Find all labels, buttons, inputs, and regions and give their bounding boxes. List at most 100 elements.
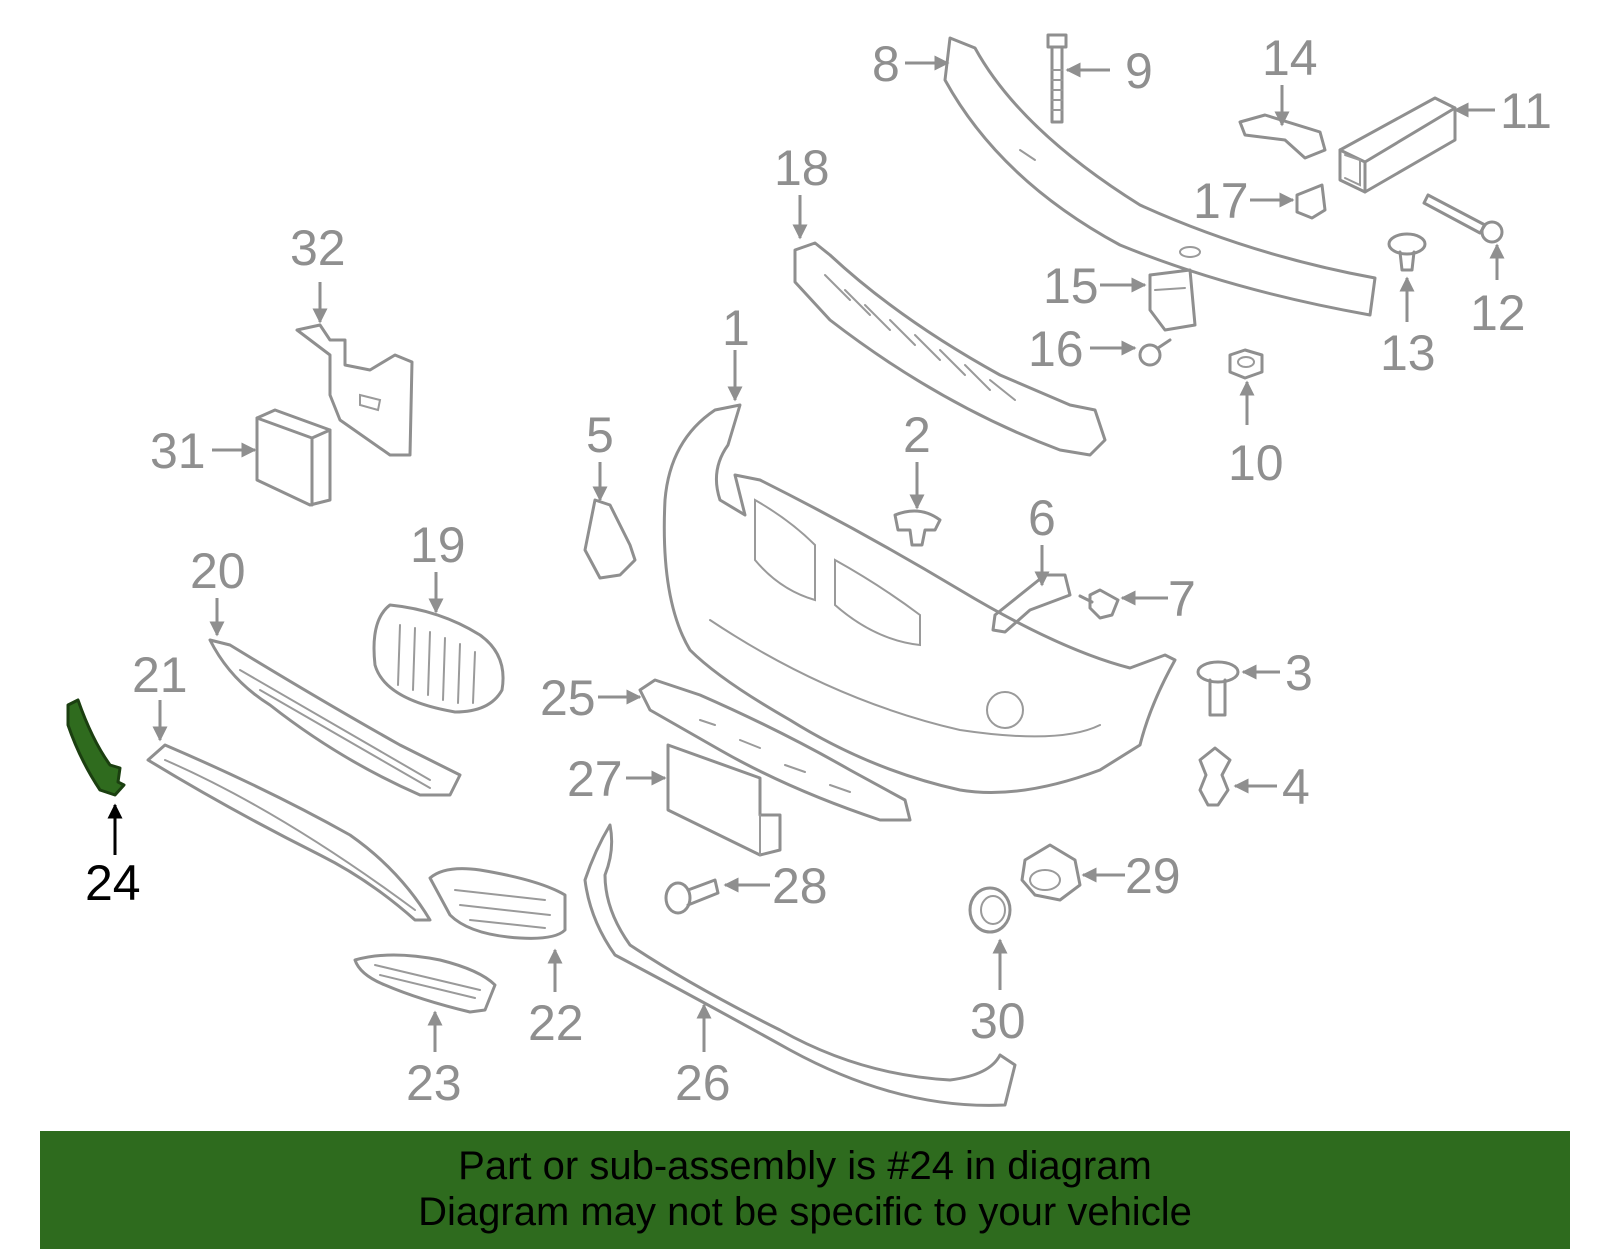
callout-30: 30 bbox=[970, 938, 1026, 1049]
part-32-bracket bbox=[295, 323, 414, 457]
callout-23: 23 bbox=[406, 1010, 462, 1111]
part-23-side-trim bbox=[353, 953, 497, 1014]
callout-label-21: 21 bbox=[132, 647, 188, 703]
part-9-bolt bbox=[1046, 33, 1068, 124]
callout-label-19: 19 bbox=[410, 517, 466, 573]
callout-16: 16 bbox=[1028, 321, 1137, 377]
part-5-cover bbox=[583, 498, 637, 580]
part-6-bracket bbox=[991, 573, 1072, 634]
callout-8: 8 bbox=[872, 36, 950, 92]
part-16-bolt bbox=[1138, 338, 1172, 367]
part-1-bumper-cover bbox=[662, 403, 1177, 794]
part-10-nut bbox=[1228, 348, 1264, 380]
callout-4: 4 bbox=[1233, 759, 1310, 815]
callout-label-11: 11 bbox=[1500, 83, 1552, 139]
callout-19: 19 bbox=[410, 517, 466, 614]
callout-7: 7 bbox=[1120, 571, 1196, 627]
part-29-sensor bbox=[1020, 843, 1082, 902]
callout-label-24: 24 bbox=[85, 855, 141, 911]
callout-13: 13 bbox=[1380, 276, 1436, 381]
callout-label-6: 6 bbox=[1028, 490, 1056, 546]
callout-9: 9 bbox=[1065, 43, 1153, 99]
callout-label-32: 32 bbox=[290, 220, 346, 276]
part-24-highlighted-trim bbox=[66, 698, 126, 797]
callout-10: 10 bbox=[1228, 380, 1284, 491]
callout-2: 2 bbox=[903, 407, 931, 510]
callout-25: 25 bbox=[540, 670, 642, 726]
part-18-energy-absorber bbox=[793, 241, 1107, 457]
part-27-plate-bracket bbox=[666, 743, 782, 857]
callout-29: 29 bbox=[1081, 848, 1181, 904]
callout-26: 26 bbox=[675, 1003, 731, 1111]
banner-line-2: Diagram may not be specific to your vehi… bbox=[418, 1190, 1192, 1234]
callout-11: 11 bbox=[1453, 83, 1552, 139]
callout-label-1: 1 bbox=[722, 300, 750, 356]
part-28-screw bbox=[664, 878, 720, 915]
callout-label-5: 5 bbox=[586, 407, 614, 463]
callout-17: 17 bbox=[1193, 173, 1295, 229]
part-8-reinforcement-beam bbox=[943, 36, 1377, 317]
callout-label-27: 27 bbox=[567, 751, 623, 807]
part-31-module bbox=[255, 408, 332, 507]
banner-line-1: Part or sub-assembly is #24 in diagram bbox=[458, 1144, 1152, 1188]
callout-label-22: 22 bbox=[528, 995, 584, 1051]
part-26-spoiler bbox=[583, 823, 1017, 1107]
callout-15: 15 bbox=[1043, 258, 1147, 314]
callout-27: 27 bbox=[567, 751, 667, 807]
part-15-bracket bbox=[1148, 268, 1197, 332]
callout-5: 5 bbox=[586, 407, 614, 502]
callout-18: 18 bbox=[774, 140, 830, 240]
part-21-lower-grille bbox=[146, 743, 432, 922]
part-4-clip bbox=[1198, 746, 1232, 807]
callout-label-10: 10 bbox=[1228, 435, 1284, 491]
callout-label-18: 18 bbox=[774, 140, 830, 196]
part-22-vent-grille bbox=[428, 867, 567, 940]
callout-label-26: 26 bbox=[675, 1055, 731, 1111]
callout-31: 31 bbox=[150, 423, 257, 479]
part-3-screw bbox=[1196, 660, 1240, 717]
callout-label-8: 8 bbox=[872, 36, 900, 92]
part-30-ring bbox=[968, 886, 1012, 934]
part-7-screw bbox=[1078, 588, 1120, 620]
callout-12: 12 bbox=[1470, 243, 1526, 341]
callout-label-9: 9 bbox=[1125, 43, 1153, 99]
callout-28: 28 bbox=[723, 858, 828, 914]
callout-label-25: 25 bbox=[540, 670, 596, 726]
callout-32: 32 bbox=[290, 220, 346, 324]
part-13-push-clip bbox=[1387, 232, 1427, 272]
callout-label-14: 14 bbox=[1262, 30, 1318, 86]
callout-label-30: 30 bbox=[970, 993, 1026, 1049]
callout-label-23: 23 bbox=[406, 1055, 462, 1111]
callout-label-28: 28 bbox=[772, 858, 828, 914]
callout-22: 22 bbox=[528, 948, 584, 1051]
part-20-grille bbox=[208, 638, 462, 797]
part-25-trim-strip bbox=[638, 678, 912, 822]
callout-label-29: 29 bbox=[1125, 848, 1181, 904]
part-12-bolt bbox=[1422, 193, 1504, 244]
callout-1: 1 bbox=[722, 300, 750, 402]
callout-20: 20 bbox=[190, 543, 246, 637]
callout-label-7: 7 bbox=[1168, 571, 1196, 627]
callout-label-17: 17 bbox=[1193, 173, 1249, 229]
callout-label-12: 12 bbox=[1470, 285, 1526, 341]
callout-label-13: 13 bbox=[1380, 325, 1436, 381]
callout-24: 24 bbox=[85, 803, 141, 911]
callout-3: 3 bbox=[1241, 645, 1313, 701]
callout-label-16: 16 bbox=[1028, 321, 1084, 377]
part-19-kidney-grille bbox=[372, 603, 505, 714]
callout-14: 14 bbox=[1262, 30, 1318, 127]
callout-6: 6 bbox=[1028, 490, 1056, 587]
callout-21: 21 bbox=[132, 647, 188, 742]
part-11-crash-box bbox=[1338, 96, 1457, 194]
info-banner: Part or sub-assembly is #24 in diagram D… bbox=[40, 1131, 1570, 1249]
part-2-rivet bbox=[893, 509, 942, 547]
callout-label-3: 3 bbox=[1285, 645, 1313, 701]
callout-label-4: 4 bbox=[1282, 759, 1310, 815]
part-17-clip bbox=[1295, 183, 1327, 220]
callout-label-2: 2 bbox=[903, 407, 931, 463]
callout-label-20: 20 bbox=[190, 543, 246, 599]
callout-label-31: 31 bbox=[150, 423, 206, 479]
callout-label-15: 15 bbox=[1043, 258, 1099, 314]
part-14-bracket bbox=[1238, 113, 1327, 160]
